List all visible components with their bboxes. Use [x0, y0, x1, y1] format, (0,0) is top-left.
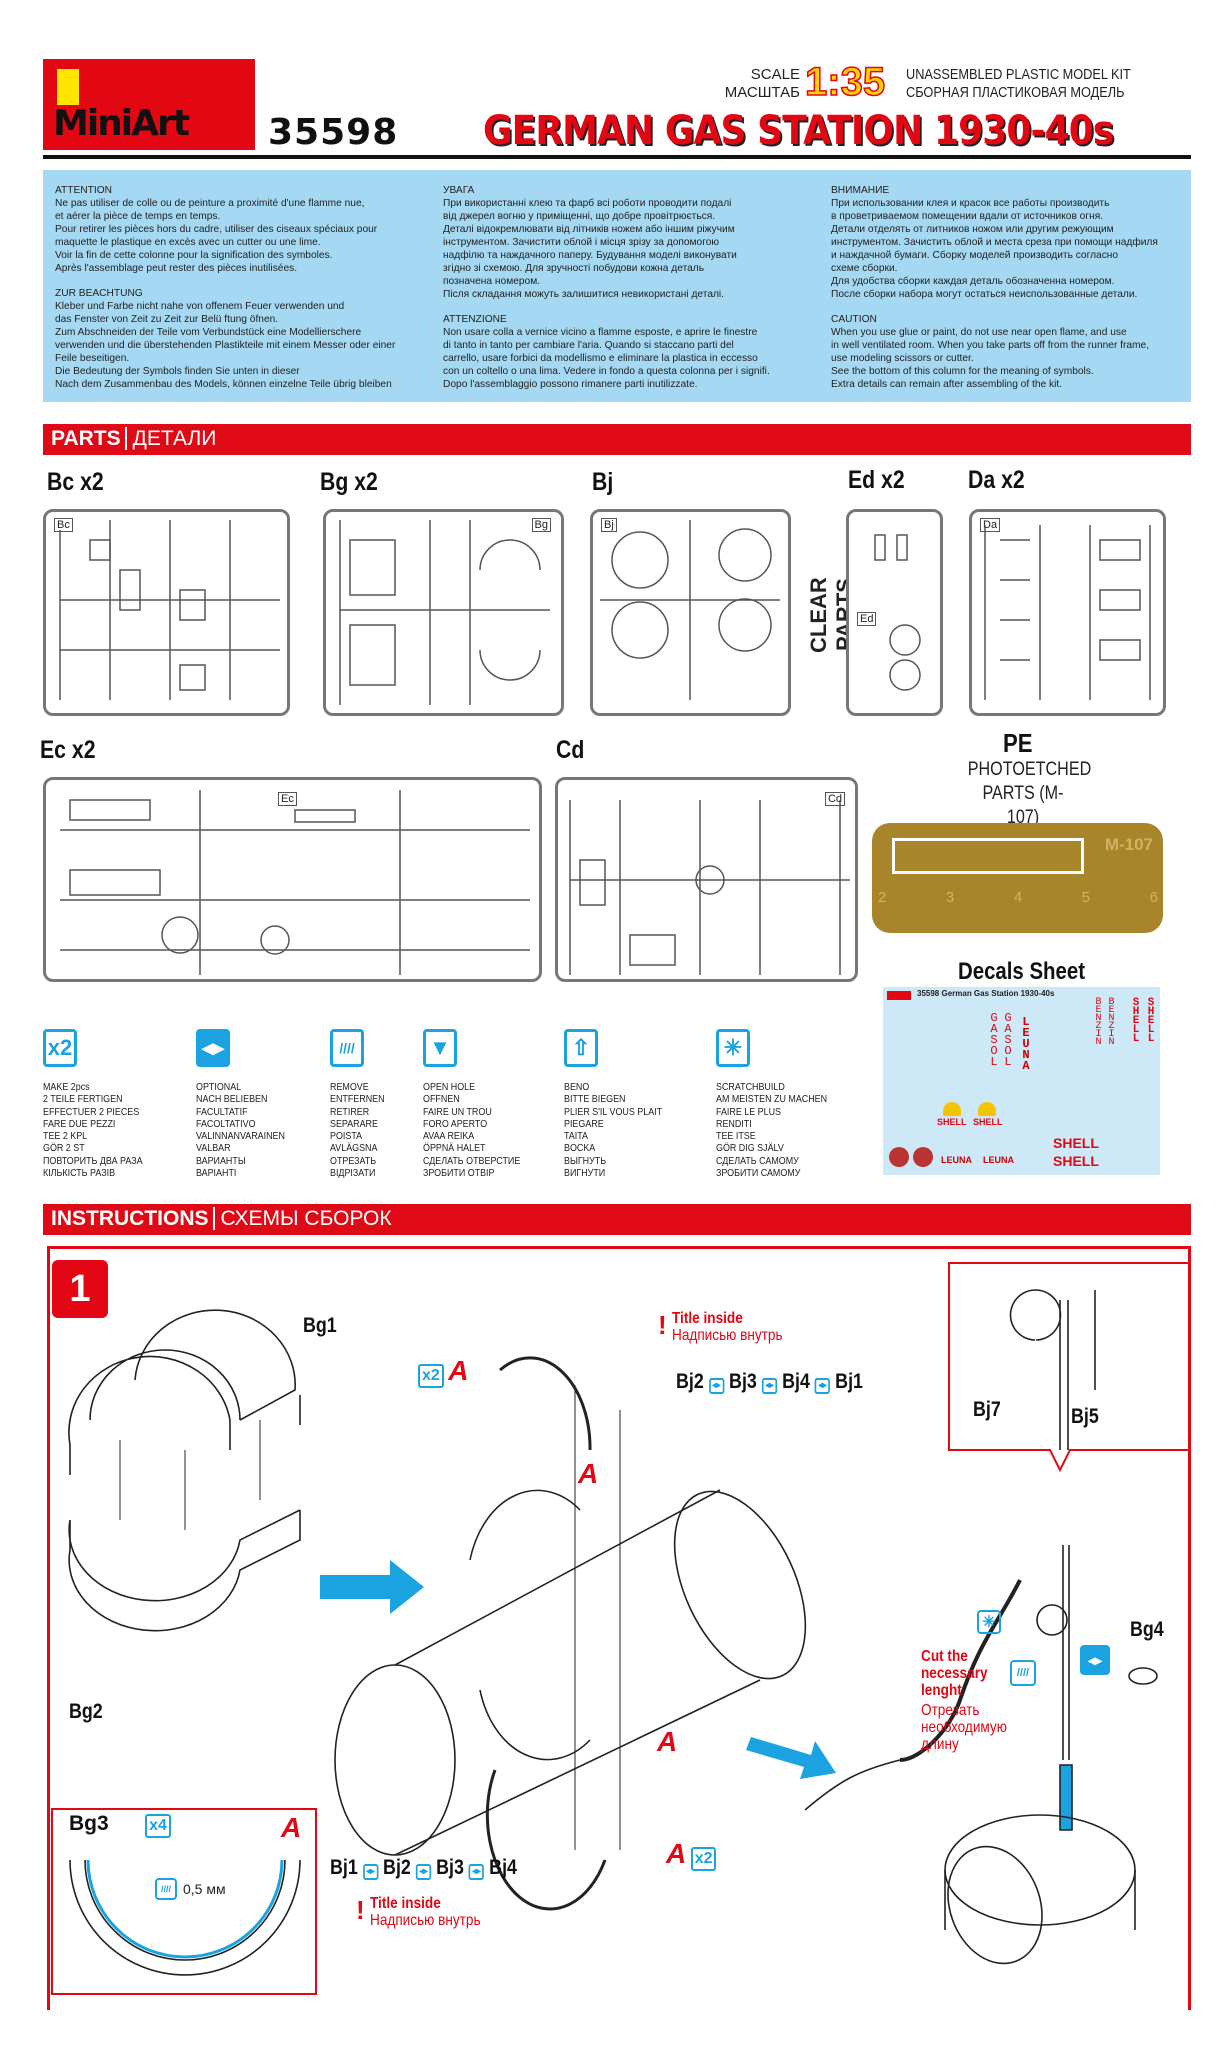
make-2-icon: x2 — [43, 1029, 77, 1067]
scratchbuild-icon: ✳ — [977, 1610, 1001, 1634]
miniart-logo: MiniArt — [43, 59, 255, 150]
label-bj7: Bj7 — [973, 1398, 1001, 1421]
step-frame — [47, 1246, 1191, 2010]
label-a: A — [281, 1812, 302, 1843]
callout-bg3-x4: Bg3 x4 — [69, 1812, 171, 1838]
note-cut-length-ru: Отрезать необходимую длину — [921, 1702, 1007, 1753]
callout-x2-a: x2 A — [418, 1355, 468, 1388]
remove-icon: //// — [155, 1878, 177, 1900]
symbol-optional: ◂▸OPTIONAL NACH BELIEBEN FACULTATIF FACO… — [196, 1029, 301, 1179]
label-bg1: Bg1 — [303, 1314, 337, 1337]
remove-icon: //// — [1010, 1660, 1036, 1686]
symbol-open-hole: ▼OPEN HOLE OFFNEN FAIRE UN TROU FORO APE… — [423, 1029, 537, 1179]
scratchbuild-icon: ✳ — [716, 1029, 750, 1067]
scale-ratio: 1:35 — [804, 59, 886, 105]
optional-icon: ◂▸ — [196, 1029, 230, 1067]
header-rule — [43, 155, 1191, 159]
remove-icon: //// — [330, 1029, 364, 1067]
open-hole-icon: ▼ — [423, 1029, 457, 1067]
sprue-ec: Ec — [43, 777, 542, 982]
label-bg4: Bg4 — [1130, 1618, 1164, 1641]
symbol-remove: ////REMOVE ENTFERNEN RETIRER SEPARARE PO… — [330, 1029, 394, 1179]
sprue-label-bg: Bg x2 — [320, 468, 378, 496]
sprue-label-bc: Bc x2 — [47, 468, 104, 496]
label-bg2: Bg2 — [69, 1700, 103, 1723]
sprue-label-ed: Ed x2 — [848, 466, 905, 494]
decals-title: Decals Sheet — [958, 958, 1086, 985]
sprue-bc: Bc — [43, 509, 290, 716]
sprue-label-bj: Bj — [592, 468, 614, 496]
note-cut-length: Cut the necessary lenght — [921, 1648, 988, 1699]
label-bj5: Bj5 — [1071, 1405, 1099, 1428]
pe-part-1 — [892, 838, 1084, 874]
pe-subtitle: PHOTOETCHED PARTS (M-107) — [967, 759, 1092, 828]
label-a: A — [657, 1726, 678, 1757]
label-bj-bottom: Bj1 ◂▸ Bj2 ◂▸ Bj3 ◂▸ Bj4 — [330, 1856, 517, 1880]
symbol-bend: ⇧BENO BITTE BIEGEN PLIER S'IL VOUS PLAIT… — [564, 1029, 679, 1179]
kit-title: GERMAN GAS STATION 1930-40s — [483, 108, 1114, 154]
bend-icon: ⇧ — [564, 1029, 598, 1067]
sprue-da: Da — [969, 509, 1166, 716]
arrow-icon — [746, 1737, 836, 1779]
exclamation-icon: ! — [658, 1310, 667, 1340]
kit-number: 35598 — [268, 112, 399, 153]
arrow-icon — [320, 1560, 424, 1614]
label-bj-top: Bj2 ◂▸ Bj3 ◂▸ Bj4 ◂▸ Bj1 — [676, 1370, 863, 1394]
sprue-ed: Ed — [846, 509, 943, 716]
pe-title: PE — [1003, 728, 1033, 758]
callout-a-x2: A x2 — [666, 1838, 717, 1871]
symbol-scratchbuild: ✳SCRATCHBUILD AM MEISTEN ZU MACHEN FAIRE… — [716, 1029, 847, 1179]
label-a: A — [578, 1458, 599, 1489]
exclamation-icon: ! — [356, 1895, 365, 1925]
callout-thickness: ////0,5 мм — [155, 1878, 226, 1900]
step-number: 1 — [52, 1260, 108, 1318]
decal-sheet: 35598 German Gas Station 1930-40s GASOL … — [883, 987, 1160, 1175]
sprue-label-da: Da x2 — [968, 466, 1025, 494]
sprue-label-cd: Cd — [556, 736, 585, 764]
sprue-label-ec: Ec x2 — [40, 736, 96, 764]
sprue-parts-drawing — [59, 520, 1151, 975]
optional-icon: ◂▸ — [1080, 1645, 1110, 1675]
